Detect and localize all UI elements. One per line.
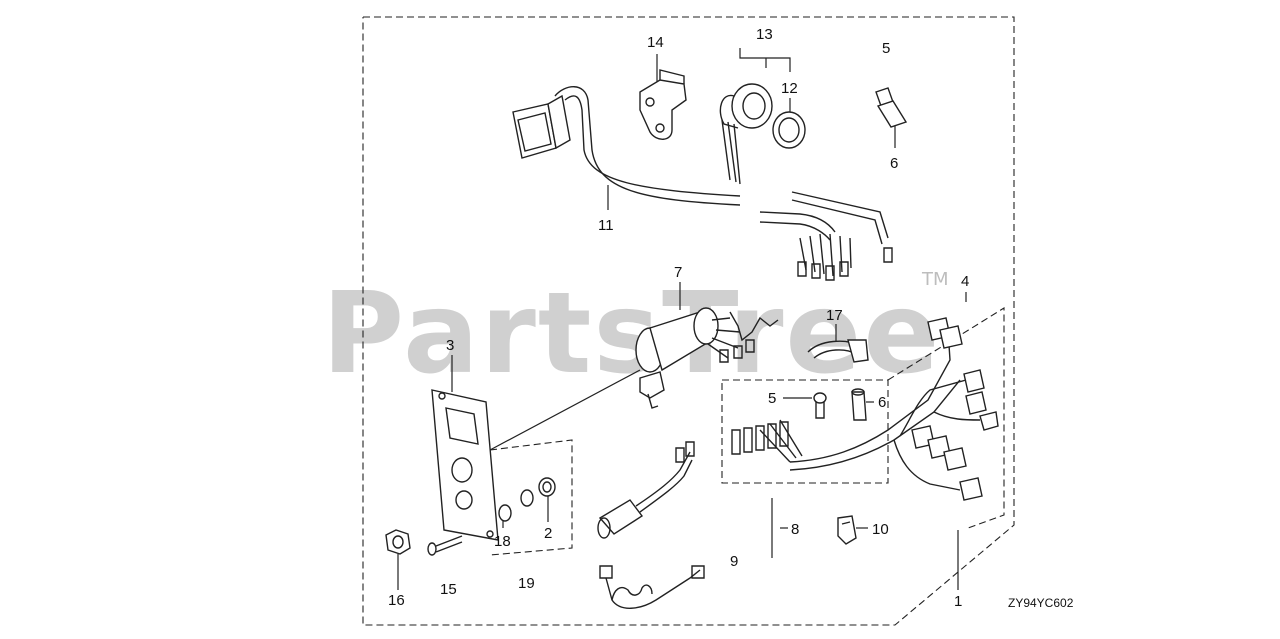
callout-5-top: 5	[882, 40, 890, 57]
callout-19: 19	[518, 575, 535, 592]
part-9-stop-switch	[597, 441, 705, 609]
callout-10: 10	[872, 521, 889, 538]
part-10-terminal	[837, 515, 857, 545]
part-5-harness-plug	[813, 392, 827, 419]
callout-1: 1	[954, 593, 962, 610]
harness-group-box	[721, 379, 889, 484]
callout-18: 18	[494, 533, 511, 550]
callout-labels: 1 2 3 4 5 5 6 6 7 8 9 10 11 12 13 14 15 …	[388, 26, 1074, 610]
plate-group-box	[489, 439, 573, 556]
outer-frame	[362, 16, 1015, 626]
callout-11: 11	[598, 217, 614, 234]
callout-6-harness: 6	[878, 394, 886, 411]
callout-14: 14	[647, 34, 664, 51]
watermark-trademark: TM	[921, 269, 949, 290]
leader-lines	[397, 48, 967, 590]
part-19-washer	[520, 489, 534, 507]
part-18-washer	[498, 504, 512, 522]
part-16-nut	[385, 529, 411, 555]
part-3-panel-plate	[431, 389, 499, 541]
callout-6-top: 6	[890, 155, 898, 172]
callout-16: 16	[388, 592, 405, 609]
part-7-ignition-switch	[635, 307, 779, 409]
callout-15: 15	[440, 581, 457, 598]
callout-12: 12	[781, 80, 798, 97]
part-12-cap	[772, 111, 806, 149]
callout-13: 13	[756, 26, 773, 43]
diagram-code: ZY94YC602	[1008, 596, 1074, 610]
part-14-bracket	[639, 69, 687, 140]
callout-8: 8	[791, 521, 799, 538]
callout-3: 3	[446, 337, 454, 354]
part-2-nut	[538, 477, 556, 497]
part-17-clip	[807, 339, 869, 363]
callout-4: 4	[961, 273, 969, 290]
callout-7: 7	[674, 264, 682, 281]
callout-2: 2	[544, 525, 552, 542]
callout-5-harness: 5	[768, 390, 776, 407]
part-11-switch-cable	[512, 86, 893, 281]
part-4-wire-harness	[731, 317, 999, 501]
part-6-harness-sleeve	[851, 388, 867, 421]
part-15-bolt	[427, 535, 463, 556]
callout-9: 9	[730, 553, 738, 570]
callout-17: 17	[826, 307, 843, 324]
part-13-socket	[719, 83, 773, 185]
part-6-top-sleeve	[876, 100, 908, 128]
